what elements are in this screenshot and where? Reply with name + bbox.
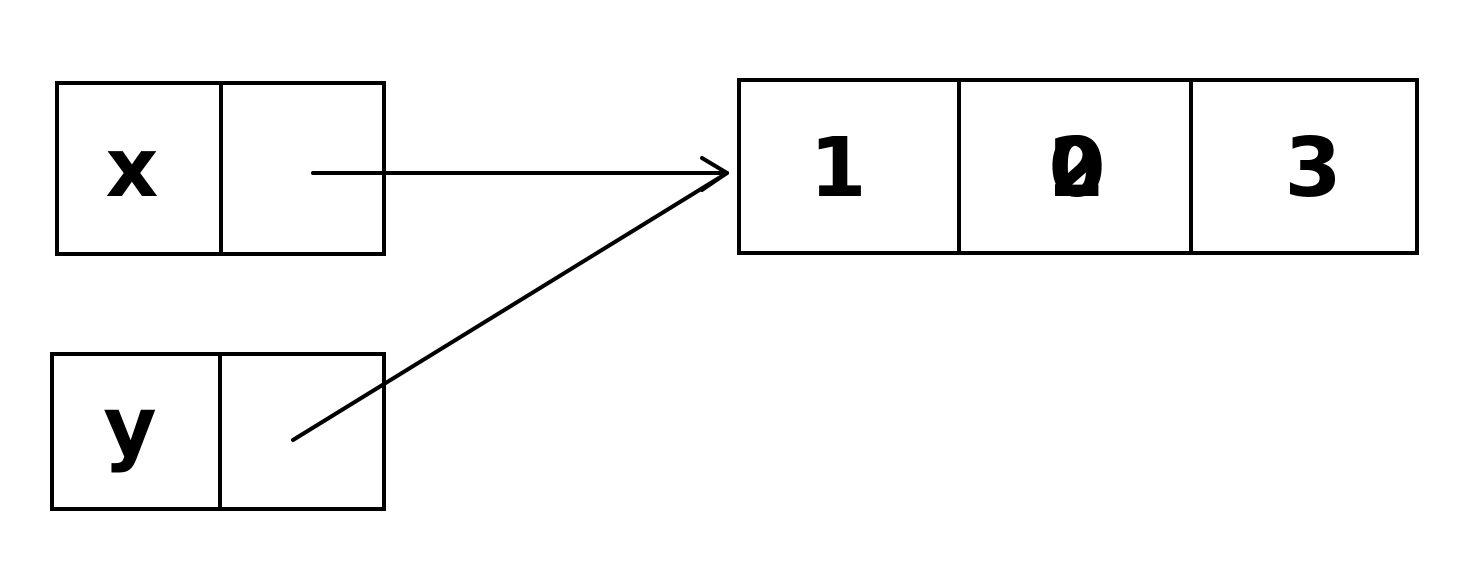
list-object	[737, 78, 1419, 255]
y-reference-arrow	[291, 171, 729, 442]
list-cell-1-old-value: 2	[1048, 121, 1105, 216]
arrowhead-icon	[700, 156, 729, 192]
list-frame	[737, 78, 1419, 255]
variable-y-box	[50, 352, 386, 511]
list-cell-0-value: 1	[809, 121, 866, 216]
variable-x-box	[55, 81, 386, 256]
variable-x-name: x	[106, 121, 159, 216]
list-cell-2-value: 3	[1284, 121, 1341, 216]
list-cell-1-new-value: 0	[1048, 121, 1105, 216]
variable-y-name: y	[103, 380, 156, 475]
